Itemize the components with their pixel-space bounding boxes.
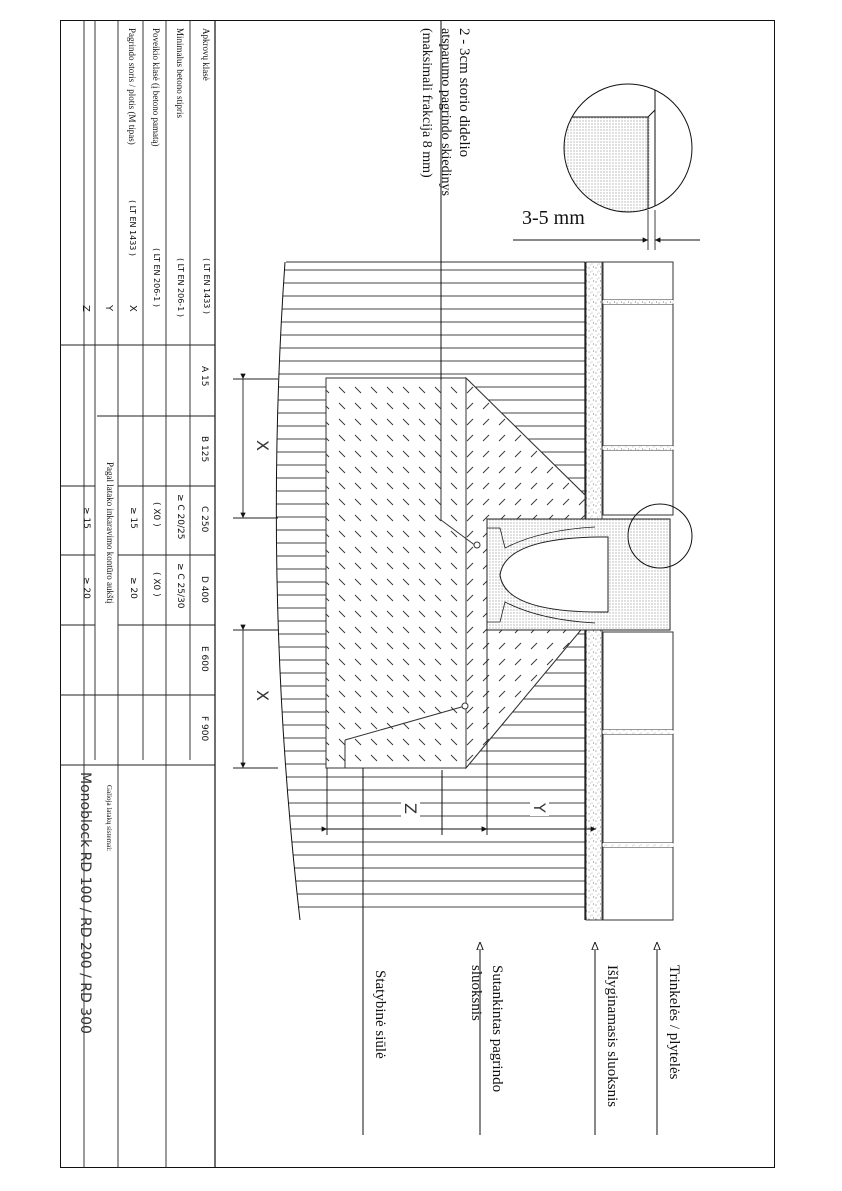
- dim-row-y: Y: [103, 305, 114, 312]
- dim-x-label-2: X: [253, 690, 272, 701]
- paver-row: [602, 261, 674, 921]
- load-class-e600: E 600: [199, 646, 209, 672]
- bedding-mortar-title: 2 - 3cm storio didelio: [456, 28, 472, 158]
- x-value-d400: ≥ 20: [128, 577, 138, 599]
- x-value-c250: ≥ 15: [128, 507, 138, 529]
- load-class-b125: B 125: [199, 436, 209, 463]
- load-class-c250: C 250: [199, 506, 209, 533]
- dim-x-label-1: X: [253, 440, 272, 451]
- min-strength-c250: ≥ C 20/25: [175, 494, 185, 540]
- legend-compacted-base: Sutankintas pagrindo: [489, 965, 505, 1093]
- dim-y-label: Y: [530, 800, 549, 816]
- bedding-mortar-line3: (maksimali frakcija 8 mm): [419, 28, 434, 178]
- dimension-yz: [321, 630, 596, 835]
- row-label-thickness: Pagrindo storis / plotis (M tipas): [127, 28, 137, 145]
- dim-row-x: X: [127, 305, 138, 312]
- z-value-d400: ≥ 20: [81, 577, 91, 599]
- dim-row-z: Z: [80, 305, 91, 312]
- exposure-d400: ( X0 ): [151, 572, 161, 597]
- system-caption: Galioja latakų sistemai:: [105, 785, 113, 852]
- row-label-exposure: Poveikio klasė (į betono pamatą): [151, 28, 161, 147]
- drawing-frame: [60, 20, 775, 1168]
- legend-compacted-base-2: sluoksnis: [468, 965, 484, 1021]
- row-label-min-strength: Minimalus betono stipris: [175, 28, 185, 118]
- row-std-load-class: ( LT EN 1433 ): [202, 258, 211, 315]
- dimension-x: [233, 373, 278, 769]
- load-class-a15: A 15: [199, 366, 209, 387]
- system-name: Monoblock RD 100 / RD 200 / RD 300: [77, 772, 93, 1034]
- bedding-mortar-line2: atsparumo pagrindo skiedinys: [438, 28, 453, 196]
- row-label-load-class: Apkrovų klasė: [201, 28, 211, 81]
- spec-table-grid: [60, 20, 215, 1168]
- load-class-f900: F 900: [199, 716, 209, 742]
- load-class-d400: D 400: [199, 576, 209, 603]
- row-std-min-strength: ( LT EN 206-1 ): [176, 258, 185, 317]
- dim-z-label: Z: [401, 800, 420, 817]
- drain-channel: [485, 518, 671, 631]
- min-strength-d400: ≥ C 25/30: [175, 563, 185, 609]
- y-note: Pagal latako inkaravimo kontūro aukštį: [105, 462, 115, 604]
- row-std-exposure: ( LT EN 206-1 ): [152, 248, 161, 307]
- z-value-c250: ≥ 15: [81, 507, 91, 529]
- gap-dimension-label: 3-5 mm: [522, 207, 585, 229]
- legend-levelling: Išlyginamasis sluoksnis: [604, 965, 620, 1108]
- legend-leaders: [362, 768, 657, 1135]
- row-std-thickness: ( LT EN 1433 ): [128, 200, 137, 257]
- exposure-c250: ( X0 ): [151, 502, 161, 527]
- legend-pavers: Trinkelės / plytelės: [666, 965, 682, 1080]
- legend-expansion-joint: Statybinė siūlė: [372, 970, 388, 1059]
